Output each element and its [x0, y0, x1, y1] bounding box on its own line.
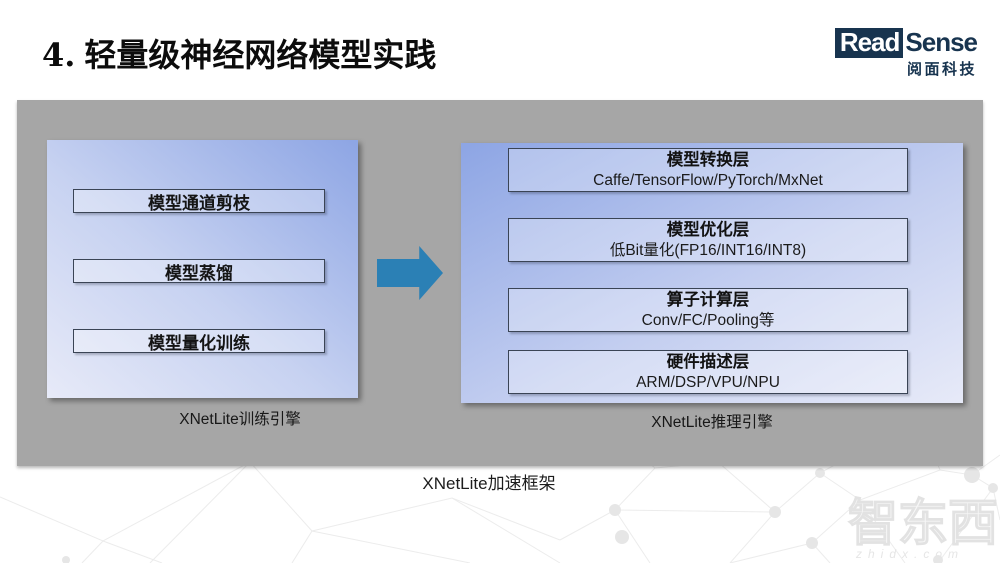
layer-operator-compute: 算子计算层 Conv/FC/Pooling等 — [508, 288, 908, 332]
training-step-quantization: 模型量化训练 — [73, 329, 325, 353]
layer-detail: ARM/DSP/VPU/NPU — [636, 373, 780, 391]
layer-title: 模型优化层 — [666, 220, 750, 239]
inference-engine-box: 模型转换层 Caffe/TensorFlow/PyTorch/MxNet 模型优… — [461, 143, 963, 403]
layer-title: 模型转换层 — [666, 150, 750, 169]
logo-tagline: 阅面科技 — [906, 61, 977, 78]
page-title: 4.轻量级神经网络模型实践 — [42, 30, 436, 76]
framework-caption: XNetLite加速框架 — [422, 474, 556, 493]
training-step-pruning: 模型通道剪枝 — [73, 189, 325, 213]
layer-hardware-description: 硬件描述层 ARM/DSP/VPU/NPU — [508, 350, 908, 394]
training-engine-label: XNetLite训练引擎 — [179, 411, 301, 428]
layer-title: 硬件描述层 — [666, 352, 750, 371]
zhidx-watermark-brand: 智东西 — [848, 495, 998, 551]
training-engine-box: 模型通道剪枝 模型蒸馏 模型量化训练 — [47, 140, 358, 398]
layer-model-optimization: 模型优化层 低Bit量化(FP16/INT16/INT8) — [508, 218, 908, 262]
title-text: 轻量级神经网络模型实践 — [84, 37, 437, 73]
logo-sense-text: Sense — [905, 27, 978, 57]
zhidx-watermark-domain: zhidx.com — [855, 547, 964, 561]
layer-model-conversion: 模型转换层 Caffe/TensorFlow/PyTorch/MxNet — [508, 148, 908, 192]
training-step-distillation: 模型蒸馏 — [73, 259, 325, 283]
logo-wordmark: Read Sense — [834, 27, 978, 58]
layer-detail: Conv/FC/Pooling等 — [641, 311, 775, 329]
readsense-logo: Read Sense 阅面科技 — [834, 27, 978, 79]
layer-detail: 低Bit量化(FP16/INT16/INT8) — [609, 241, 807, 259]
inference-engine-label: XNetLite推理引擎 — [651, 414, 773, 431]
title-number: 4. — [42, 36, 76, 74]
layer-title: 算子计算层 — [666, 290, 750, 309]
layer-detail: Caffe/TensorFlow/PyTorch/MxNet — [593, 171, 823, 189]
logo-read-block: Read — [834, 27, 904, 58]
